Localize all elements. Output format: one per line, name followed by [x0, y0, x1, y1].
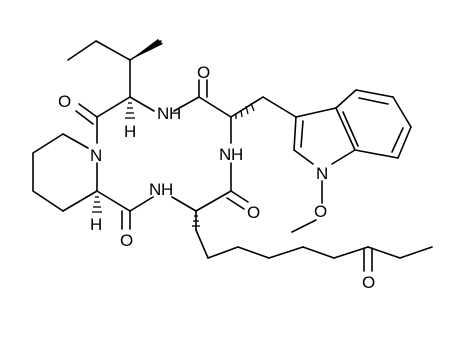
atom-o-bottom-left: O	[120, 231, 133, 250]
atom-o-methoxy: O	[314, 202, 327, 221]
bond	[302, 246, 335, 259]
bond	[75, 110, 94, 125]
atom-h-bottom: H	[161, 180, 173, 199]
atom-labels: O N H N H O N H O N H O H N O O	[58, 63, 375, 292]
atom-h-top-right: H	[231, 145, 243, 164]
bond	[342, 111, 359, 147]
bond	[195, 229, 209, 259]
bond	[391, 127, 404, 153]
bond	[226, 197, 245, 210]
bond	[335, 89, 357, 109]
bond	[399, 246, 433, 259]
bond	[331, 149, 356, 165]
hashed-wedge	[125, 102, 135, 119]
bond	[198, 96, 232, 118]
atom-h-stereo-bottom: H	[90, 215, 102, 234]
atom-o-top-middle: O	[197, 63, 210, 82]
bond	[207, 246, 239, 259]
bond	[129, 196, 154, 212]
bond	[293, 116, 297, 151]
bond	[355, 89, 394, 98]
bond	[78, 103, 98, 118]
atom-h-top: H	[169, 104, 181, 123]
bond	[268, 246, 304, 259]
bond	[195, 190, 232, 212]
atom-o-ketone: O	[362, 273, 375, 292]
solid-wedge	[130, 39, 163, 60]
atom-n-ring: N	[90, 146, 102, 165]
atom-h-stereo-top: H	[124, 122, 136, 141]
bond	[230, 190, 249, 203]
atom-nh-top-right: N	[219, 145, 231, 164]
stereo-bonds	[92, 39, 255, 227]
atom-o-top-left: O	[58, 92, 71, 111]
bond	[129, 96, 155, 112]
bond	[96, 96, 131, 118]
bond	[295, 107, 337, 118]
bond	[392, 96, 412, 128]
hashed-wedge	[92, 196, 102, 213]
hashed-wedge	[235, 102, 255, 119]
bond	[300, 120, 304, 148]
atom-nh-top: N	[157, 104, 169, 123]
bond	[32, 133, 64, 154]
bond	[32, 190, 64, 212]
bond	[293, 149, 314, 165]
bond	[171, 196, 197, 212]
atom-n-indole: N	[316, 164, 328, 183]
bond	[367, 246, 401, 259]
bond	[67, 40, 97, 61]
atom-nh-bottom: N	[149, 180, 161, 199]
bond	[173, 96, 200, 112]
hashed-wedge	[192, 215, 200, 227]
bond	[397, 126, 412, 159]
bond	[62, 190, 98, 212]
atom-o-right: O	[247, 203, 260, 222]
bond	[335, 107, 356, 151]
bond	[262, 96, 297, 118]
bond	[237, 246, 270, 259]
bond	[358, 97, 389, 105]
bond	[333, 246, 369, 259]
bond	[96, 190, 131, 212]
bond	[95, 40, 131, 61]
bonds	[32, 40, 433, 272]
bond	[291, 219, 317, 233]
bond	[354, 149, 399, 159]
bond	[62, 133, 89, 149]
